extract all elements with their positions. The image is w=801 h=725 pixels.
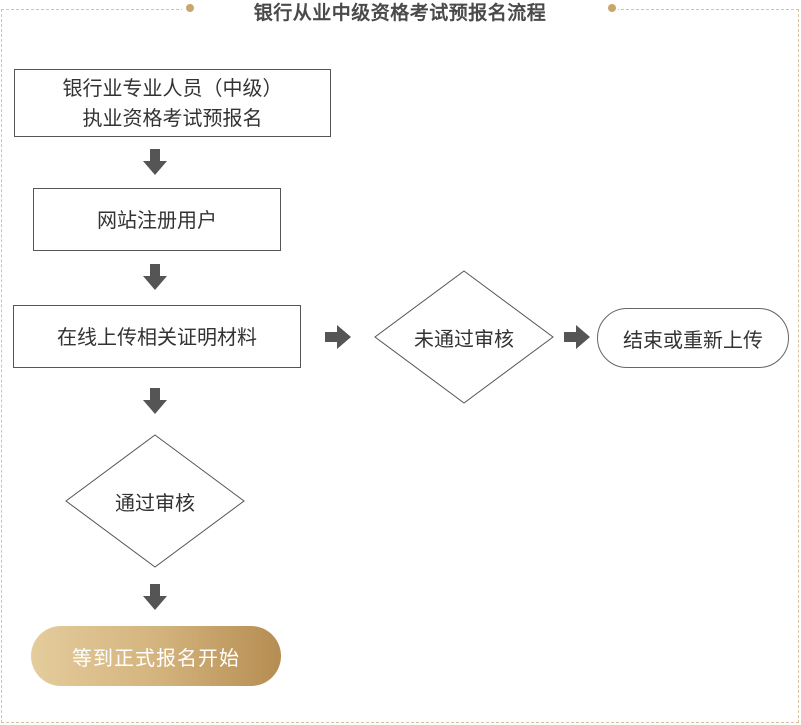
step-register-box: 网站注册用户 [33, 188, 281, 251]
arrow-down-icon [143, 388, 167, 414]
page-title: 银行从业中级资格考试预报名流程 [253, 1, 547, 24]
step-start-line2: 执业资格考试预报名 [82, 106, 263, 130]
arrow-down-icon [143, 584, 167, 610]
title-left-dot [186, 4, 194, 12]
decision-fail-diamond: 未通过审核 [374, 270, 554, 404]
title-bar: 银行从业中级资格考试预报名流程 [182, 0, 618, 24]
step-register-label: 网站注册用户 [97, 207, 217, 232]
step-end-label: 结束或重新上传 [623, 327, 763, 352]
decision-pass-label: 通过审核 [115, 490, 195, 515]
arrow-right-icon [325, 325, 351, 349]
arrow-right-icon [564, 325, 590, 349]
step-start-line1: 银行业专业人员（中级） [62, 76, 283, 100]
step-upload-box: 在线上传相关证明材料 [13, 305, 301, 368]
step-final-pill: 等到正式报名开始 [31, 626, 281, 686]
step-final-label: 等到正式报名开始 [72, 645, 240, 670]
arrow-down-icon [143, 149, 167, 175]
decision-fail-label: 未通过审核 [414, 326, 514, 351]
step-start-box: 银行业专业人员（中级） 执业资格考试预报名 [14, 69, 331, 137]
decision-pass-diamond: 通过审核 [65, 434, 245, 568]
title-right-dot [608, 4, 616, 12]
step-end-pill: 结束或重新上传 [597, 308, 789, 368]
arrow-down-icon [143, 264, 167, 290]
step-upload-label: 在线上传相关证明材料 [57, 324, 257, 349]
